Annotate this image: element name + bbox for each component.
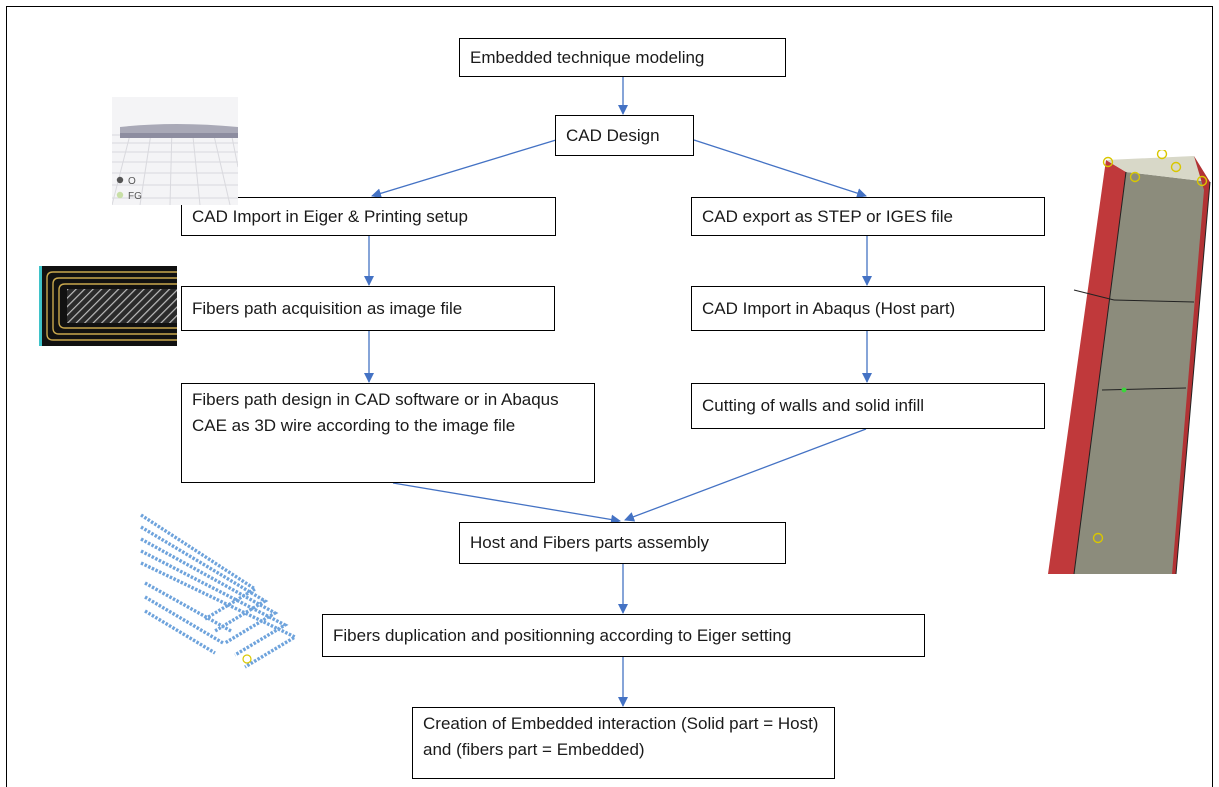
node-cad-design: CAD Design xyxy=(555,115,694,156)
node-text: Fibers path design in CAD software or in… xyxy=(192,390,559,435)
node-text: Cutting of walls and solid infill xyxy=(702,396,925,415)
abaqus-host-part-image xyxy=(1048,150,1211,574)
node-text: CAD Import in Eiger & Printing setup xyxy=(192,206,468,226)
figure-frame xyxy=(6,6,1213,787)
fiber-path-image xyxy=(39,266,177,346)
node-cad-export-step: CAD export as STEP or IGES file xyxy=(691,197,1045,236)
arrow-n7-n9 xyxy=(392,482,621,525)
node-text: Fibers path acquisition as image file xyxy=(192,298,463,318)
node-fibers-duplication: Fibers duplication and positionning acco… xyxy=(322,614,925,657)
node-text: Embedded technique modeling xyxy=(470,47,705,67)
node-embedded-technique-modeling: Embedded technique modeling xyxy=(459,38,786,77)
node-cad-import-abaqus: CAD Import in Abaqus (Host part) xyxy=(691,286,1045,331)
arrow-n2-n4 xyxy=(693,139,867,198)
node-cad-import-eiger: CAD Import in Eiger & Printing setup xyxy=(181,197,556,236)
node-text: Fibers duplication and positionning acco… xyxy=(333,625,792,645)
node-host-fibers-assembly: Host and Fibers parts assembly xyxy=(459,522,786,564)
node-text: CAD Design xyxy=(566,125,660,145)
node-text: CAD Import in Abaqus (Host part) xyxy=(702,298,956,318)
node-text: Host and Fibers parts assembly xyxy=(470,533,710,552)
node-text: Creation of Embedded interaction (Solid … xyxy=(423,714,819,759)
legend-label-fg: FG xyxy=(128,191,142,202)
node-text: CAD export as STEP or IGES file xyxy=(702,206,953,226)
eiger-preview-image: O FG xyxy=(112,97,238,205)
legend-label-o: O xyxy=(128,176,136,187)
node-fibers-path-design: Fibers path design in CAD software or in… xyxy=(181,383,595,483)
fiber-wire-3d-image xyxy=(140,513,299,669)
node-fibers-path-acquisition: Fibers path acquisition as image file xyxy=(181,286,555,331)
node-cutting-walls: Cutting of walls and solid infill xyxy=(691,383,1045,429)
arrow-n2-n3 xyxy=(371,139,557,199)
arrow-n8-n9 xyxy=(624,428,867,522)
node-embedded-interaction: Creation of Embedded interaction (Solid … xyxy=(412,707,835,779)
